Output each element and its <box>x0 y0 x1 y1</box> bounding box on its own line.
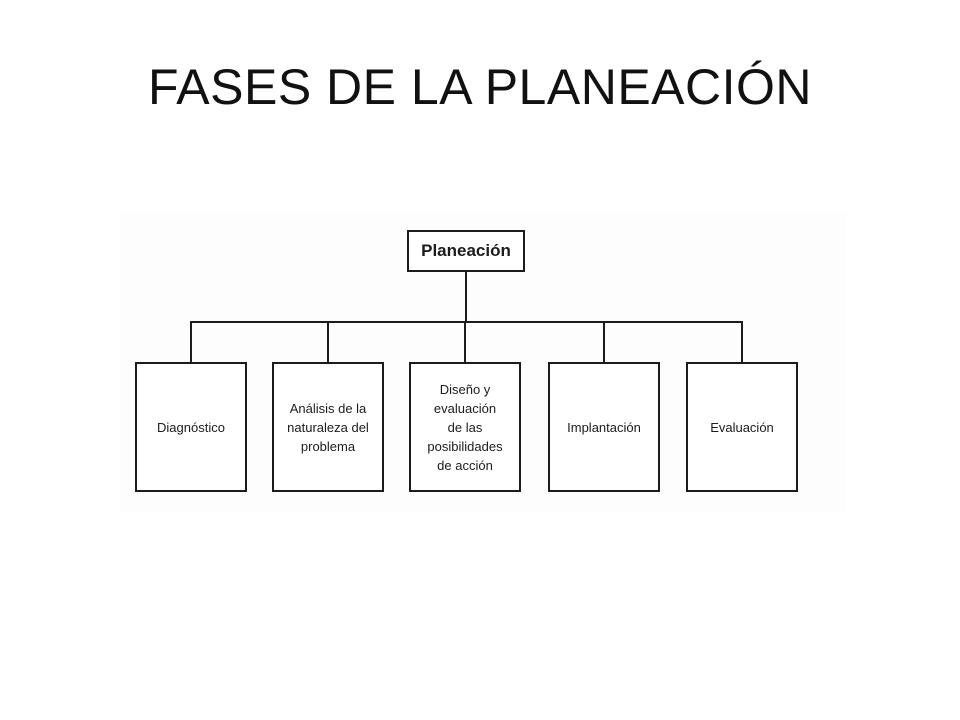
node-implantacion: Implantación <box>548 362 660 492</box>
node-analisis: Análisis de la naturaleza del problema <box>272 362 384 492</box>
child-connector-line-4 <box>603 321 605 362</box>
slide-title: FASES DE LA PLANEACIÓN <box>147 59 813 115</box>
child-connector-line-3 <box>464 321 466 362</box>
node-diseno-evaluacion: Diseño y evaluación de las posibilidades… <box>409 362 521 492</box>
child-connector-line-1 <box>190 321 192 362</box>
horizontal-connector-line <box>190 321 743 323</box>
org-chart-diagram: Planeación Diagnóstico Análisis de la na… <box>120 212 846 512</box>
node-diagnostico: Diagnóstico <box>135 362 247 492</box>
root-connector-line <box>465 272 467 323</box>
child-connector-line-5 <box>741 321 743 362</box>
node-planeacion: Planeación <box>407 230 525 272</box>
child-connector-line-2 <box>327 321 329 362</box>
node-evaluacion: Evaluación <box>686 362 798 492</box>
